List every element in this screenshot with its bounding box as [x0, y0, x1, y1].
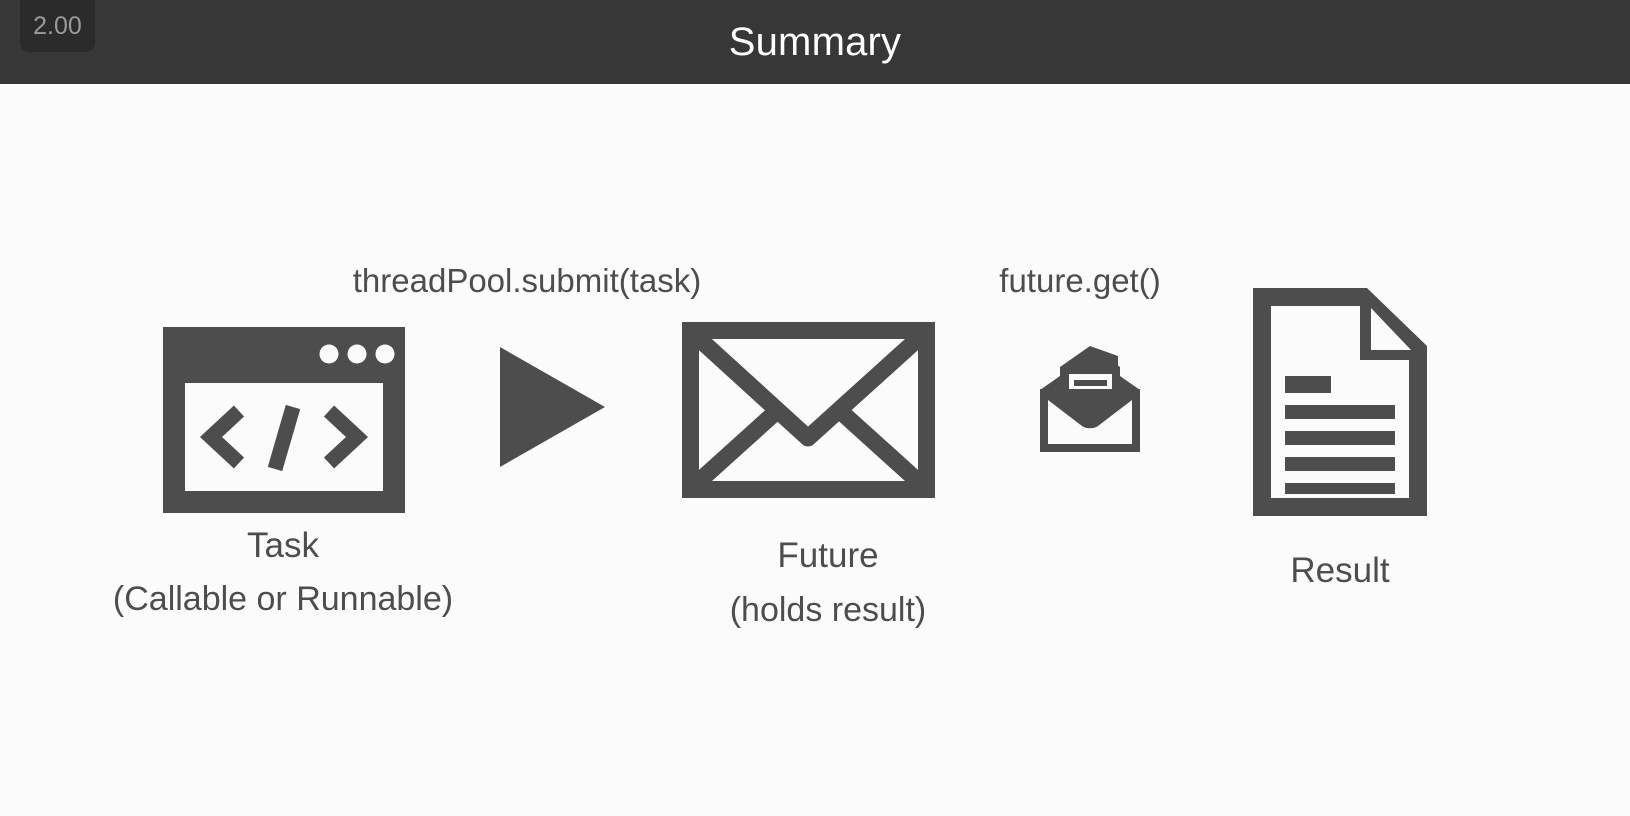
open-mail-icon [1040, 346, 1140, 452]
slide-title: Summary [728, 20, 902, 64]
slide-canvas: threadPool.submit(task) future.get() [0, 84, 1630, 816]
node-future-sublabel: (holds result) [729, 591, 927, 629]
code-window-icon [163, 327, 405, 513]
flow-arrow-submit [500, 347, 605, 467]
node-task-sublabel: (Callable or Runnable) [112, 580, 454, 618]
node-future-icon[interactable] [682, 322, 935, 498]
node-open-mail-icon[interactable] [1040, 346, 1140, 452]
timer-badge-value: 2.00 [33, 11, 82, 40]
edge-label-submit: threadPool.submit(task) [352, 262, 702, 299]
node-task-label: Task [247, 526, 319, 565]
timer-badge[interactable]: 2.00 [20, 0, 95, 52]
document-icon [1253, 288, 1427, 516]
closed-envelope-icon [682, 322, 935, 498]
play-arrow-icon [500, 347, 605, 467]
edge-label-get: future.get() [999, 262, 1161, 299]
node-result-icon[interactable] [1253, 288, 1427, 516]
node-future-label: Future [777, 536, 879, 575]
node-task-icon[interactable] [163, 327, 405, 513]
slide-header-bar: Summary [0, 0, 1630, 84]
node-result-label: Result [1290, 551, 1390, 590]
